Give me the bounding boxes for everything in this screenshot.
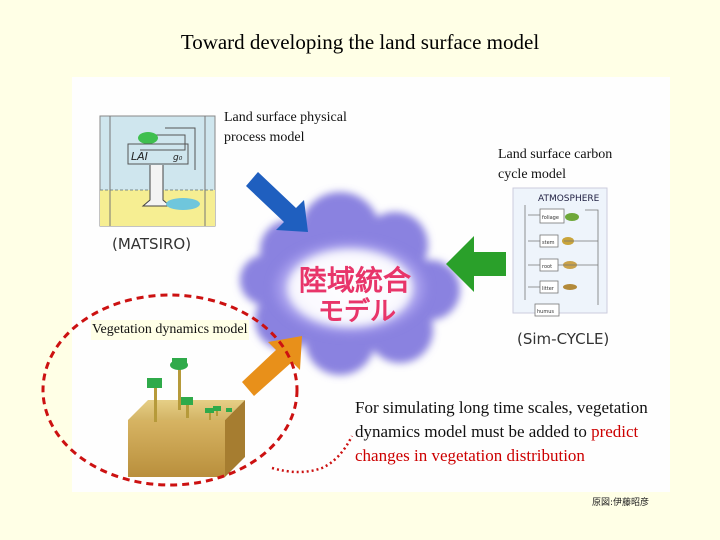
caption-highlight: predict changes in vegetation distributi… <box>355 422 639 465</box>
vegetation-block <box>128 358 245 477</box>
center-label-line2: モデル <box>318 296 396 327</box>
lai-text: LAI <box>131 150 148 163</box>
pool-root: root <box>542 264 552 270</box>
vegetation-highlight-circle <box>41 293 299 487</box>
matsiro-diagram: LAI g₀ <box>99 115 216 227</box>
pool-litter: litter <box>542 286 555 292</box>
pool-stem: stem <box>542 240 555 246</box>
orange-arrow <box>242 336 302 396</box>
physical-model-label-line2: process model <box>224 130 305 145</box>
atmosphere-label: ATMOSPHERE <box>538 194 600 204</box>
credit: 原図:伊藤昭彦 <box>592 498 650 508</box>
physical-model-label-line1: Land surface physical <box>224 110 347 125</box>
pool-humus: humus <box>537 309 554 315</box>
vegetation-label: Vegetation dynamics model <box>91 320 249 340</box>
blue-arrow <box>246 172 308 232</box>
pool-foliage: foliage <box>542 215 559 221</box>
carbon-model-label-line1: Land surface carbon <box>498 147 613 162</box>
connector-curve <box>271 435 354 474</box>
carbon-model-label: Land surface carbon cycle model <box>498 145 612 185</box>
caption-text: For simulating long time scales, vegetat… <box>355 398 648 441</box>
physical-model-label: Land surface physical process model <box>224 108 347 148</box>
simcycle-diagram: ATMOSPHERE foliage stem root litter humu… <box>512 187 608 317</box>
g0-text: g₀ <box>173 153 183 163</box>
center-label-line1: 陸域統合 <box>299 264 412 297</box>
simcycle-name: (Sim-CYCLE) <box>517 330 609 348</box>
green-arrow <box>446 236 506 292</box>
matsiro-name: (MATSIRO) <box>112 235 191 253</box>
page-title: Toward developing the land surface model <box>180 30 540 54</box>
caption: For simulating long time scales, vegetat… <box>355 396 675 468</box>
carbon-model-label-line2: cycle model <box>498 167 567 182</box>
